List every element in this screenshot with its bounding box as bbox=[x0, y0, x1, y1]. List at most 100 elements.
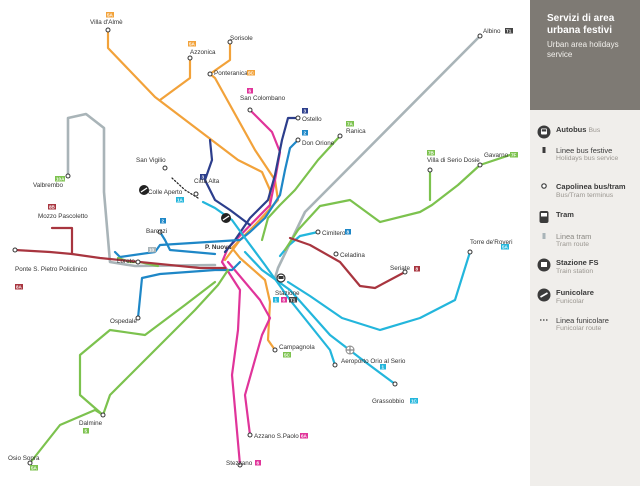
stop-azzano[interactable]: Azzano S.Paolo bbox=[254, 433, 299, 440]
legend-title: Servizi di area urbana festivi bbox=[547, 13, 615, 36]
stop-villa-di-serio[interactable]: Villa di Serio Dosie bbox=[427, 157, 480, 164]
legend-linee-bus-label: Linee bus festive bbox=[556, 146, 613, 155]
stop-marker bbox=[392, 381, 398, 387]
svg-text:1A: 1A bbox=[177, 198, 184, 203]
stop-cimitero[interactable]: Cimitero bbox=[322, 230, 346, 237]
stop-marker bbox=[247, 107, 253, 113]
stop-ospedale[interactable]: Ospedale bbox=[110, 318, 137, 325]
stop-marker bbox=[237, 462, 243, 468]
stop-seriate[interactable]: Seriate bbox=[390, 265, 410, 272]
svg-text:6A: 6A bbox=[301, 434, 308, 439]
stop-marker bbox=[477, 162, 483, 168]
route-line-navy-1 bbox=[203, 138, 252, 227]
legend-linea-funicolare-sub: Funicolar route bbox=[556, 325, 602, 332]
stop-marker bbox=[193, 191, 199, 197]
stop-marker bbox=[135, 315, 141, 321]
stop-campagnola[interactable]: Campagnola bbox=[279, 344, 315, 351]
route-line-cyan-1 bbox=[201, 200, 337, 367]
svg-text:2: 2 bbox=[162, 219, 165, 224]
stop-stazione[interactable]: Stazione bbox=[275, 290, 300, 297]
route-line-magenta-6 bbox=[220, 108, 282, 467]
svg-text:T1: T1 bbox=[506, 29, 512, 34]
stop-ranica[interactable]: Ranica bbox=[346, 128, 366, 135]
funicular-icon-citta-alta bbox=[221, 213, 231, 223]
stop-osio-sopra[interactable]: Osio Sopra bbox=[8, 455, 40, 462]
train-station-icon bbox=[276, 273, 286, 283]
stop-san-colombano[interactable]: San Colombano bbox=[240, 95, 286, 102]
stop-barozzi[interactable]: Barozzi bbox=[146, 228, 167, 235]
svg-text:5A: 5A bbox=[502, 245, 509, 250]
stop-marker bbox=[227, 39, 233, 45]
line-badge: 5A bbox=[106, 12, 114, 18]
train-icon bbox=[537, 258, 551, 272]
stop-marker bbox=[477, 33, 483, 39]
terminus-icon bbox=[541, 183, 547, 189]
stop-marker bbox=[65, 173, 71, 179]
legend-autobus-label: Autobus bbox=[556, 125, 587, 134]
legend-linee-bus-sub: Holidays bus service bbox=[556, 155, 619, 162]
stop-ponteranica[interactable]: Ponteranica bbox=[214, 70, 248, 77]
bus-line-icon bbox=[542, 147, 546, 153]
line-badge: 1A bbox=[176, 197, 184, 203]
stop-marker bbox=[12, 247, 18, 253]
route-line-grey-west bbox=[66, 112, 217, 268]
line-badge: 8 bbox=[414, 266, 420, 272]
funicular-line-icon bbox=[540, 319, 548, 321]
stop-villa-dalme[interactable]: Villa d'Almè bbox=[90, 19, 123, 26]
line-badge: 7F bbox=[510, 152, 518, 158]
legend-funicolare-sub: Funicolar bbox=[556, 298, 584, 305]
legend-autobus-sub: Bus bbox=[588, 127, 601, 134]
stop-gavarno[interactable]: Gavarno bbox=[484, 152, 509, 159]
stop-ponte-san-pietro[interactable]: Ponte S. Pietro Policlinico bbox=[15, 266, 88, 273]
stop-valbrembo[interactable]: Valbrembo bbox=[33, 182, 63, 189]
stop-stezzano[interactable]: Stezzano bbox=[226, 460, 253, 467]
svg-text:1C: 1C bbox=[411, 399, 418, 404]
legend-capolinea-label: Capolinea bus/tram bbox=[556, 182, 626, 191]
stop-azzonica[interactable]: Azzonica bbox=[190, 49, 216, 56]
line-badge: 6 bbox=[247, 88, 253, 94]
svg-text:5A: 5A bbox=[189, 42, 196, 47]
svg-text:T1: T1 bbox=[290, 298, 296, 303]
route-line-green-5 bbox=[28, 268, 230, 465]
route-line-orange-5c bbox=[208, 40, 280, 352]
svg-text:1: 1 bbox=[382, 365, 385, 370]
stop-marker bbox=[402, 269, 408, 275]
legend-capolinea-sub: Bus/Tram terminus bbox=[556, 192, 614, 199]
legend-funicolare-label: Funicolare bbox=[556, 288, 594, 297]
stop-grassobbio[interactable]: Grassobbio bbox=[372, 398, 405, 405]
stop-albino[interactable]: Albino bbox=[483, 28, 501, 35]
stop-mozzo[interactable]: Mozzo Pascoletto bbox=[38, 213, 88, 220]
svg-text:2: 2 bbox=[304, 131, 307, 136]
stop-sorisole[interactable]: Sorisole bbox=[230, 35, 253, 42]
route-line-navy-3 bbox=[223, 116, 300, 254]
stop-loreto[interactable]: Loreto bbox=[117, 258, 135, 265]
legend-linea-funicolare-label: Linea funicolare bbox=[556, 316, 609, 325]
route-line-blue-ospedale bbox=[136, 260, 242, 320]
tram-line-icon bbox=[542, 233, 546, 239]
line-badge: 5A bbox=[30, 465, 38, 471]
stop-aeroporto[interactable]: Aeroporto Orio al Serio bbox=[341, 358, 406, 365]
line-badge: 3 bbox=[302, 108, 308, 114]
airport-icon bbox=[345, 345, 355, 355]
stop-p-nuova[interactable]: P. Nuova bbox=[205, 244, 232, 251]
route-line-green-5b bbox=[78, 280, 217, 417]
stop-citta-alta[interactable]: Città Alta bbox=[194, 178, 220, 185]
route-line-red-8 bbox=[13, 248, 227, 270]
line-badge: 10A bbox=[55, 176, 65, 182]
stop-don-orione[interactable]: Don Orione bbox=[302, 140, 335, 147]
route-line-cyan-1c bbox=[243, 250, 397, 386]
funicular-route bbox=[171, 177, 199, 199]
stop-torre-de-roveri[interactable]: Torre de'Roveri bbox=[470, 239, 513, 246]
stop-colle-aperto[interactable]: Colle Aperto bbox=[148, 189, 183, 196]
stop-ostello[interactable]: Ostello bbox=[302, 116, 322, 123]
svg-text:8: 8 bbox=[347, 230, 350, 235]
stop-celadina[interactable]: Celadina bbox=[340, 252, 365, 259]
line-badge: 7A bbox=[346, 121, 354, 127]
stop-san-vigilio[interactable]: San Vigilio bbox=[136, 157, 166, 164]
line-badge: 8 bbox=[345, 229, 351, 235]
svg-text:6: 6 bbox=[283, 298, 286, 303]
stop-marker bbox=[100, 412, 106, 418]
route-line-green-7a bbox=[260, 134, 342, 242]
route-line-green-7 bbox=[283, 152, 515, 252]
stop-dalmine[interactable]: Dalmine bbox=[79, 420, 103, 427]
